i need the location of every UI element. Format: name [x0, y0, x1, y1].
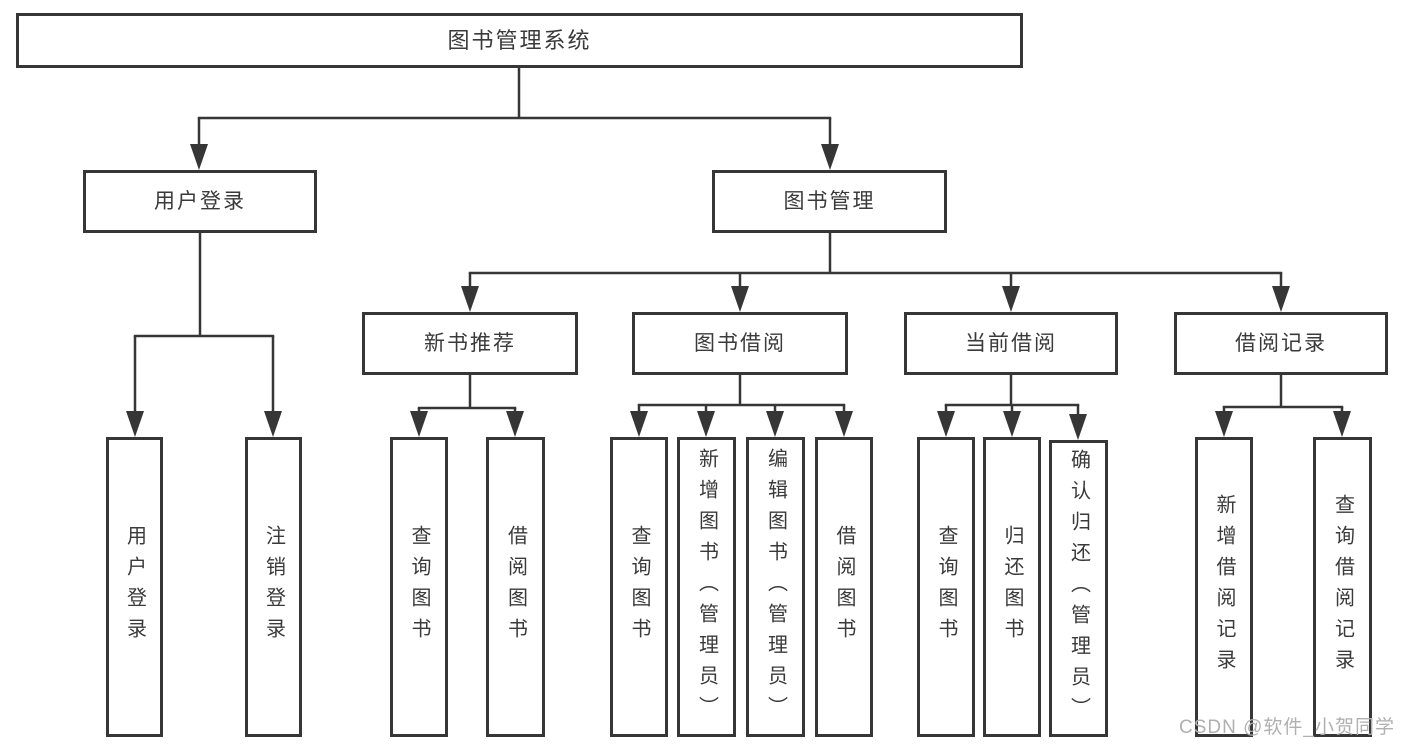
leaf-user-login: 用户登录	[106, 437, 163, 737]
leaf-current-confirm-return-admin: 确认归还（管理员）	[1049, 440, 1108, 737]
leaf-borrowing-edit-books-admin: 编辑图书（管理员）	[746, 437, 805, 737]
node-borrowing-records: 借阅记录	[1174, 312, 1388, 375]
leaf-current-query-books: 查询图书	[917, 437, 975, 737]
leaf-records-query-borrow-record: 查询借阅记录	[1313, 437, 1372, 737]
node-new-book-recommendation: 新书推荐	[362, 312, 578, 375]
node-user-login: 用户登录	[83, 170, 317, 233]
leaf-newbook-borrow-books: 借阅图书	[486, 437, 545, 737]
csdn-watermark: CSDN @软件_小贺同学	[1179, 717, 1395, 738]
leaf-borrowing-add-books-admin: 新增图书（管理员）	[677, 437, 736, 737]
leaf-borrowing-borrow-books: 借阅图书	[815, 437, 873, 737]
node-book-borrowing: 图书借阅	[632, 312, 848, 375]
node-book-management: 图书管理	[712, 170, 947, 233]
node-library-management-system: 图书管理系统	[16, 13, 1023, 68]
leaf-borrowing-query-books: 查询图书	[610, 437, 668, 737]
leaf-records-add-borrow-record: 新增借阅记录	[1195, 437, 1253, 737]
leaf-newbook-query-books: 查询图书	[390, 437, 448, 737]
node-current-borrowing: 当前借阅	[904, 312, 1118, 375]
leaf-logout-login: 注销登录	[245, 437, 302, 737]
leaf-current-return-books: 归还图书	[983, 437, 1041, 737]
